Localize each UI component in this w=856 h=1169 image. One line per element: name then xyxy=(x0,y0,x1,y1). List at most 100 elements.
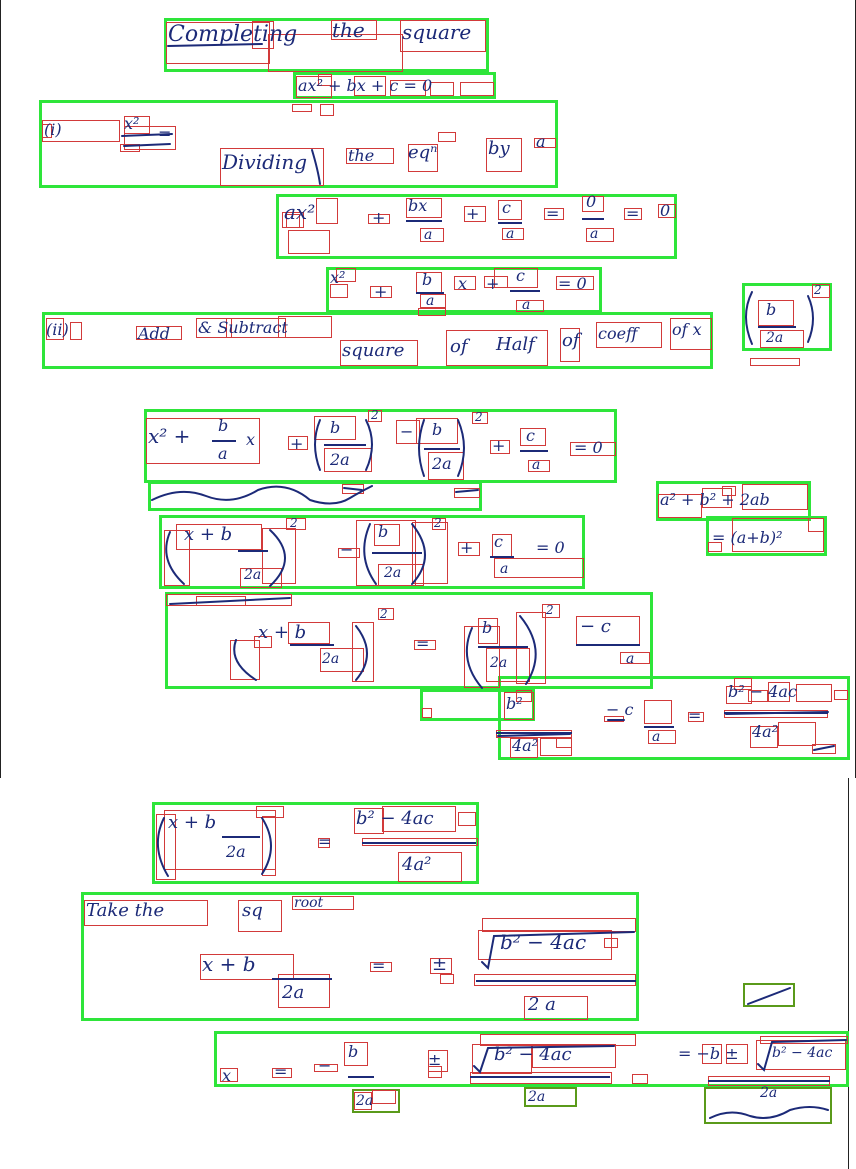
ink-term: = xyxy=(626,204,640,223)
fraction-bar xyxy=(290,644,334,646)
ink-term: 2a xyxy=(766,330,784,346)
word-box xyxy=(472,1044,532,1074)
word-box xyxy=(324,448,372,472)
fraction-bar xyxy=(758,326,796,328)
word-box xyxy=(502,228,524,240)
ink-term: 2a xyxy=(282,982,305,1003)
word-box xyxy=(556,738,572,748)
word-box xyxy=(354,1092,372,1110)
word-box xyxy=(430,958,452,974)
ink-term: b xyxy=(348,1042,359,1061)
word-box xyxy=(516,690,532,702)
line-box-square-form-2 xyxy=(165,592,653,689)
word-box xyxy=(278,316,332,338)
word-box xyxy=(42,124,52,138)
ink-word: sq xyxy=(242,900,263,921)
fraction-bar xyxy=(406,220,442,222)
ink-term: + xyxy=(486,274,500,293)
word-box xyxy=(156,814,176,880)
word-box xyxy=(428,452,464,480)
word-box xyxy=(286,214,300,228)
word-box xyxy=(372,1090,396,1104)
ink-term: 2a xyxy=(330,450,350,469)
fraction-bar xyxy=(470,1076,610,1078)
word-box xyxy=(534,138,556,148)
line-box-divided-equation xyxy=(276,194,677,259)
word-box xyxy=(422,708,432,718)
ink-word: of x xyxy=(672,320,702,339)
word-box xyxy=(316,198,338,224)
ink-term: a xyxy=(506,226,515,242)
line-box-combined-rhs xyxy=(498,676,850,760)
ink-term: 2 a xyxy=(528,994,556,1015)
word-box xyxy=(604,938,618,948)
ink-term: c xyxy=(526,426,535,445)
word-box xyxy=(726,1044,748,1064)
word-box xyxy=(296,76,332,98)
word-box xyxy=(750,726,778,748)
ink-term: 2 xyxy=(475,410,483,424)
ink-term: 2a xyxy=(432,454,452,473)
word-box xyxy=(438,132,456,142)
word-box xyxy=(396,420,420,444)
word-box xyxy=(240,568,282,588)
word-box xyxy=(560,328,580,362)
word-box xyxy=(278,974,330,1008)
ink-term: + xyxy=(374,282,388,301)
ink-term: − xyxy=(318,1056,332,1075)
ink-term: a xyxy=(500,561,509,577)
fraction-bar xyxy=(272,978,332,980)
word-box xyxy=(272,1068,292,1078)
word-box xyxy=(268,34,403,72)
word-box xyxy=(516,300,544,312)
word-box xyxy=(238,900,282,932)
word-box xyxy=(331,20,377,40)
word-box xyxy=(288,622,330,644)
word-box xyxy=(428,1066,442,1078)
ink-term: = 0 xyxy=(574,438,603,457)
word-box xyxy=(288,230,330,254)
ink-term: = xyxy=(274,1062,288,1081)
word-box xyxy=(486,648,530,682)
word-box xyxy=(620,652,650,664)
word-box xyxy=(196,318,232,338)
ink-term: b xyxy=(218,416,229,435)
word-box xyxy=(808,518,824,532)
ink-word: Dividing xyxy=(222,150,308,174)
word-box xyxy=(494,558,584,578)
word-box xyxy=(390,80,426,96)
word-box xyxy=(166,22,270,64)
fraction-bar xyxy=(222,836,260,838)
word-box xyxy=(446,330,548,366)
word-box xyxy=(414,640,436,650)
fraction-bar xyxy=(238,550,268,552)
ink-term: = 0 xyxy=(536,538,565,557)
word-box xyxy=(340,340,418,366)
word-box xyxy=(470,1072,612,1084)
ink-term: = xyxy=(416,634,430,653)
ink-term: b² − 4ac xyxy=(772,1045,833,1061)
ink-term: b xyxy=(378,522,389,541)
ink-term: 2 xyxy=(434,516,442,530)
ink-term: b² xyxy=(506,694,523,713)
word-box xyxy=(510,738,538,758)
word-box xyxy=(742,484,808,510)
ink-word: by xyxy=(488,138,510,159)
word-box xyxy=(688,712,704,722)
ink-term: a xyxy=(626,651,635,667)
ink-term: 2a xyxy=(760,1085,778,1101)
word-box xyxy=(368,410,382,422)
word-box xyxy=(370,286,392,298)
word-box xyxy=(406,198,442,218)
ink-term: x² xyxy=(330,268,346,287)
word-box xyxy=(420,294,446,308)
ink-term: = xyxy=(318,832,332,851)
word-box xyxy=(164,530,190,586)
ink-term: c xyxy=(502,198,511,217)
ink-term: 2a xyxy=(490,655,508,671)
line-box-title xyxy=(164,18,489,72)
ink-term: 2 xyxy=(290,516,298,530)
ink-term: − c xyxy=(606,700,634,719)
ink-term: b² − 4ac xyxy=(728,682,797,701)
ink-term: 2a xyxy=(244,567,262,583)
